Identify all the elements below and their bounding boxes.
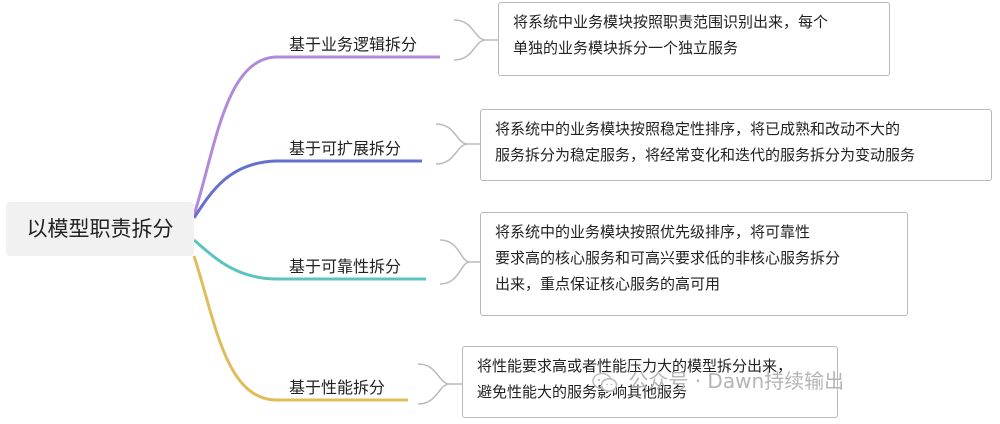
bracket-2	[435, 123, 469, 165]
watermark-text: 公众号 · Dawn持续输出	[628, 369, 845, 393]
root-label: 以模型职责拆分	[26, 217, 174, 241]
bracket-4	[417, 363, 451, 405]
detail-line: 将系统中业务模块按照职责范围识别出来，每个	[513, 13, 829, 31]
detail-box-reliability[interactable]: 将系统中的业务模块按照优先级排序，将可靠性 要求高的核心服务和可高兴要求低的非核…	[480, 212, 908, 316]
detail-box-business-logic[interactable]: 将系统中业务模块按照职责范围识别出来，每个 单独的业务模块拆分一个独立服务	[498, 2, 890, 76]
branch-connector-1	[192, 55, 440, 216]
watermark: 公众号 · Dawn持续输出	[592, 366, 844, 396]
detail-line: 要求高的核心服务和可高兴要求低的非核心服务拆分	[495, 249, 841, 267]
detail-line: 避免性能大的服务影响其他服务	[477, 383, 688, 401]
branch-label-business-logic[interactable]: 基于业务逻辑拆分	[289, 35, 418, 54]
detail-box-performance[interactable]: 将性能要求高或者性能压力大的模型拆分出来， 避免性能大的服务影响其他服务	[462, 346, 838, 418]
detail-line: 将系统中的业务模块按照优先级排序，将可靠性	[495, 223, 811, 241]
detail-box-scalability[interactable]: 将系统中的业务模块按照稳定性排序，将已成熟和改动不大的 服务拆分为稳定服务，将经…	[480, 109, 992, 181]
bracket-3	[439, 239, 471, 285]
detail-line: 出来，重点保证核心服务的高可用	[495, 275, 721, 293]
branch-label-performance[interactable]: 基于性能拆分	[289, 378, 386, 397]
bracket-1	[453, 19, 487, 61]
detail-line: 将性能要求高或者性能压力大的模型拆分出来，	[477, 357, 793, 375]
detail-line: 将系统中的业务模块按照稳定性排序，将已成熟和改动不大的	[495, 120, 901, 138]
branch-connector-3	[193, 238, 426, 281]
branch-connector-4	[192, 255, 408, 402]
root-node[interactable]: 以模型职责拆分	[6, 202, 194, 256]
branch-label-reliability[interactable]: 基于可靠性拆分	[289, 257, 402, 276]
detail-line: 单独的业务模块拆分一个独立服务	[513, 39, 739, 57]
detail-line: 服务拆分为稳定服务，将经常变化和迭代的服务拆分为变动服务	[495, 146, 916, 164]
wechat-icon	[592, 372, 618, 392]
branch-label-scalability[interactable]: 基于可扩展拆分	[289, 139, 402, 158]
branch-connector-2	[192, 159, 422, 219]
